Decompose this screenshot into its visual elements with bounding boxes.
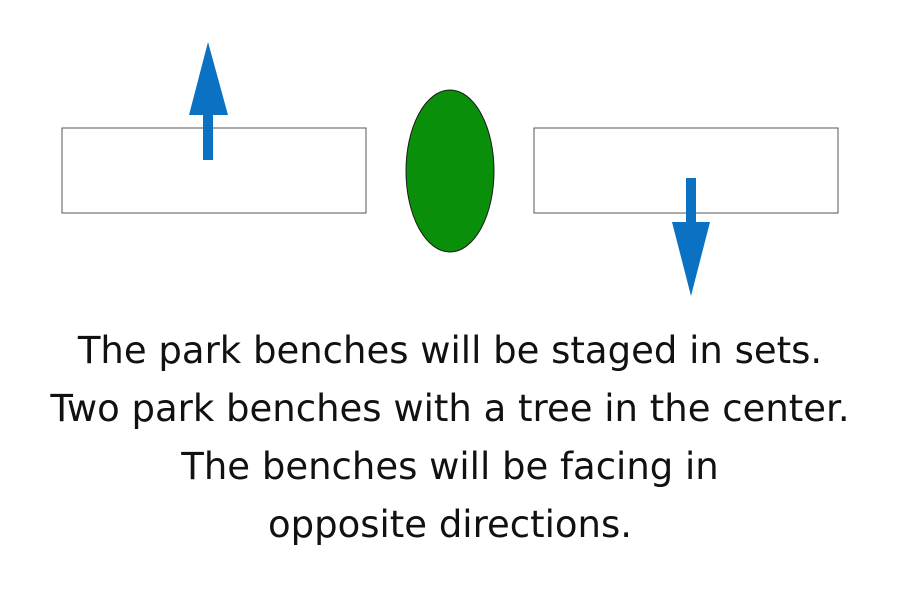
caption-line-1: The park benches will be staged in sets. [77, 329, 823, 372]
left-bench [61, 127, 367, 214]
caption: The park benches will be staged in sets.… [0, 322, 900, 554]
tree-icon [405, 89, 495, 253]
bench-layout-diagram [61, 42, 839, 296]
caption-line-2: Two park benches with a tree in the cent… [50, 387, 850, 430]
arrow-up-icon [189, 42, 228, 160]
arrow-down-icon [672, 178, 710, 296]
caption-line-3: The benches will be facing in [181, 445, 719, 488]
caption-line-4: opposite directions. [267, 503, 633, 546]
